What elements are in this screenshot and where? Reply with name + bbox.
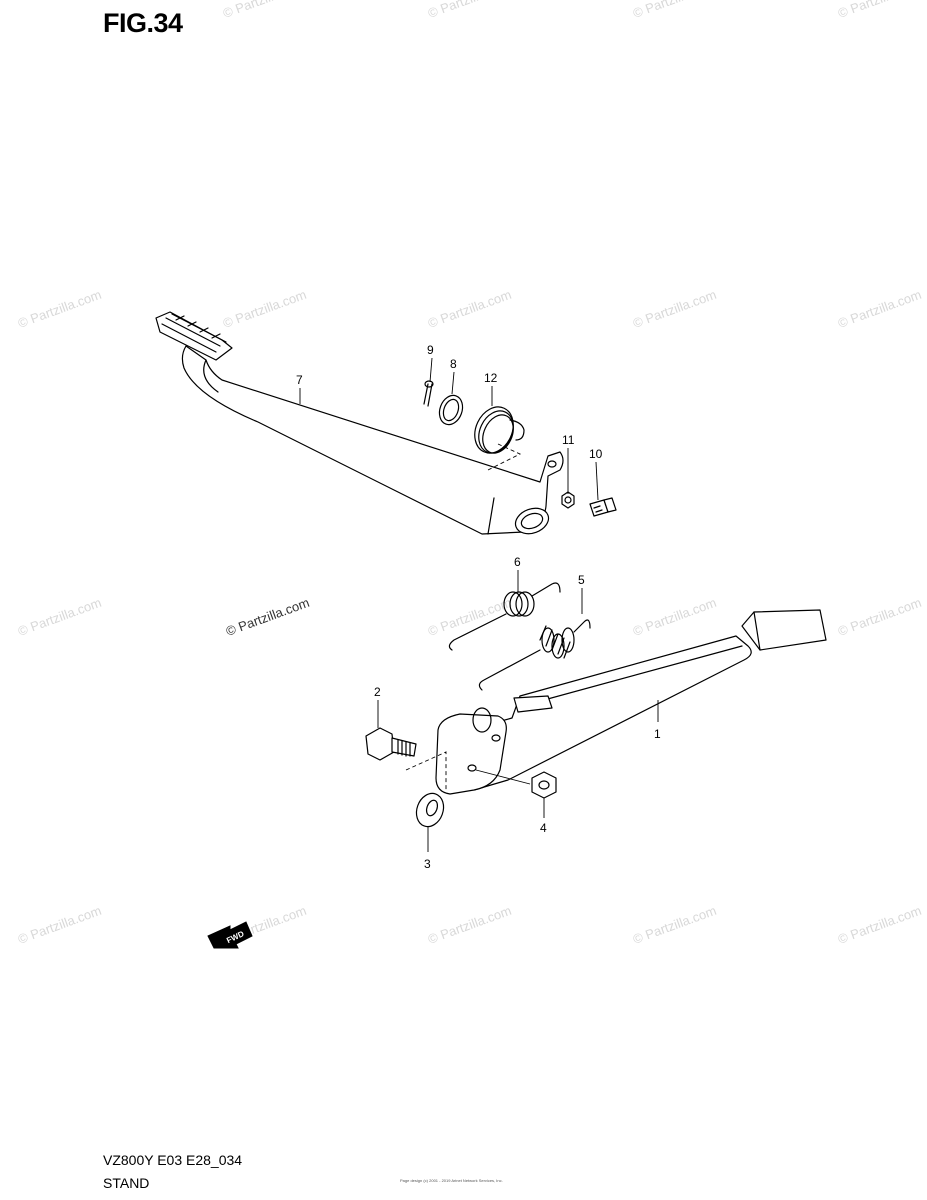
- part-5-spring: [478, 619, 591, 691]
- part-2-pivot-bolt: [365, 727, 417, 761]
- watermark: © Partzilla.com: [16, 903, 103, 947]
- part-6-spring: [448, 582, 561, 651]
- part-10-bolt: [589, 497, 617, 517]
- callout-2: 2: [374, 685, 381, 699]
- watermark: © Partzilla.com: [836, 0, 923, 21]
- watermark: © Partzilla.com: [836, 595, 923, 639]
- watermark: © Partzilla.com: [631, 903, 718, 947]
- callout-3: 3: [424, 857, 431, 871]
- callout-labels: 1 2 3 4 5 6 7 8 9 10 11 12: [296, 343, 661, 871]
- callout-9: 9: [427, 343, 434, 357]
- watermark: © Partzilla.com: [426, 287, 513, 331]
- callout-6: 6: [514, 555, 521, 569]
- watermark: © Partzilla.com: [836, 903, 923, 947]
- callout-11: 11: [562, 433, 575, 447]
- watermark: © Partzilla.com: [221, 287, 308, 331]
- callout-10: 10: [589, 447, 603, 461]
- figure-title: FIG.34: [103, 8, 183, 38]
- watermark: © Partzilla.com: [426, 903, 513, 947]
- forward-arrow-icon: FWD: [207, 921, 253, 949]
- watermark: © Partzilla.com: [836, 287, 923, 331]
- page-credit: Page design (c) 2001 - 2019 Arinet Netwo…: [400, 1178, 503, 1183]
- callout-8: 8: [450, 357, 457, 371]
- part-4-nut: [531, 771, 557, 799]
- part-12-return-spring: [474, 406, 525, 454]
- watermark: © Partzilla.com: [16, 287, 103, 331]
- leader-lines: [299, 357, 659, 852]
- part-9-cotter-pin: [423, 380, 434, 407]
- callout-5: 5: [578, 573, 585, 587]
- watermark: © Partzilla.com: [224, 595, 311, 639]
- part-3-washer: [415, 792, 445, 828]
- watermark: © Partzilla.com: [426, 0, 513, 21]
- part-8-washer: [438, 394, 464, 426]
- model-code: VZ800Y E03 E28_034: [103, 1152, 243, 1168]
- part-1-side-stand: [405, 609, 827, 795]
- watermark: © Partzilla.com: [631, 0, 718, 21]
- part-7-brake-pedal: [155, 311, 564, 535]
- part-11-nut: [561, 491, 575, 509]
- watermark: © Partzilla.com: [16, 595, 103, 639]
- callout-4: 4: [540, 821, 547, 835]
- section-name: STAND: [103, 1175, 150, 1191]
- callout-12: 12: [484, 371, 498, 385]
- callout-7: 7: [296, 373, 303, 387]
- callout-1: 1: [654, 727, 661, 741]
- watermark: © Partzilla.com: [221, 0, 308, 21]
- watermark: © Partzilla.com: [631, 287, 718, 331]
- watermark: © Partzilla.com: [631, 595, 718, 639]
